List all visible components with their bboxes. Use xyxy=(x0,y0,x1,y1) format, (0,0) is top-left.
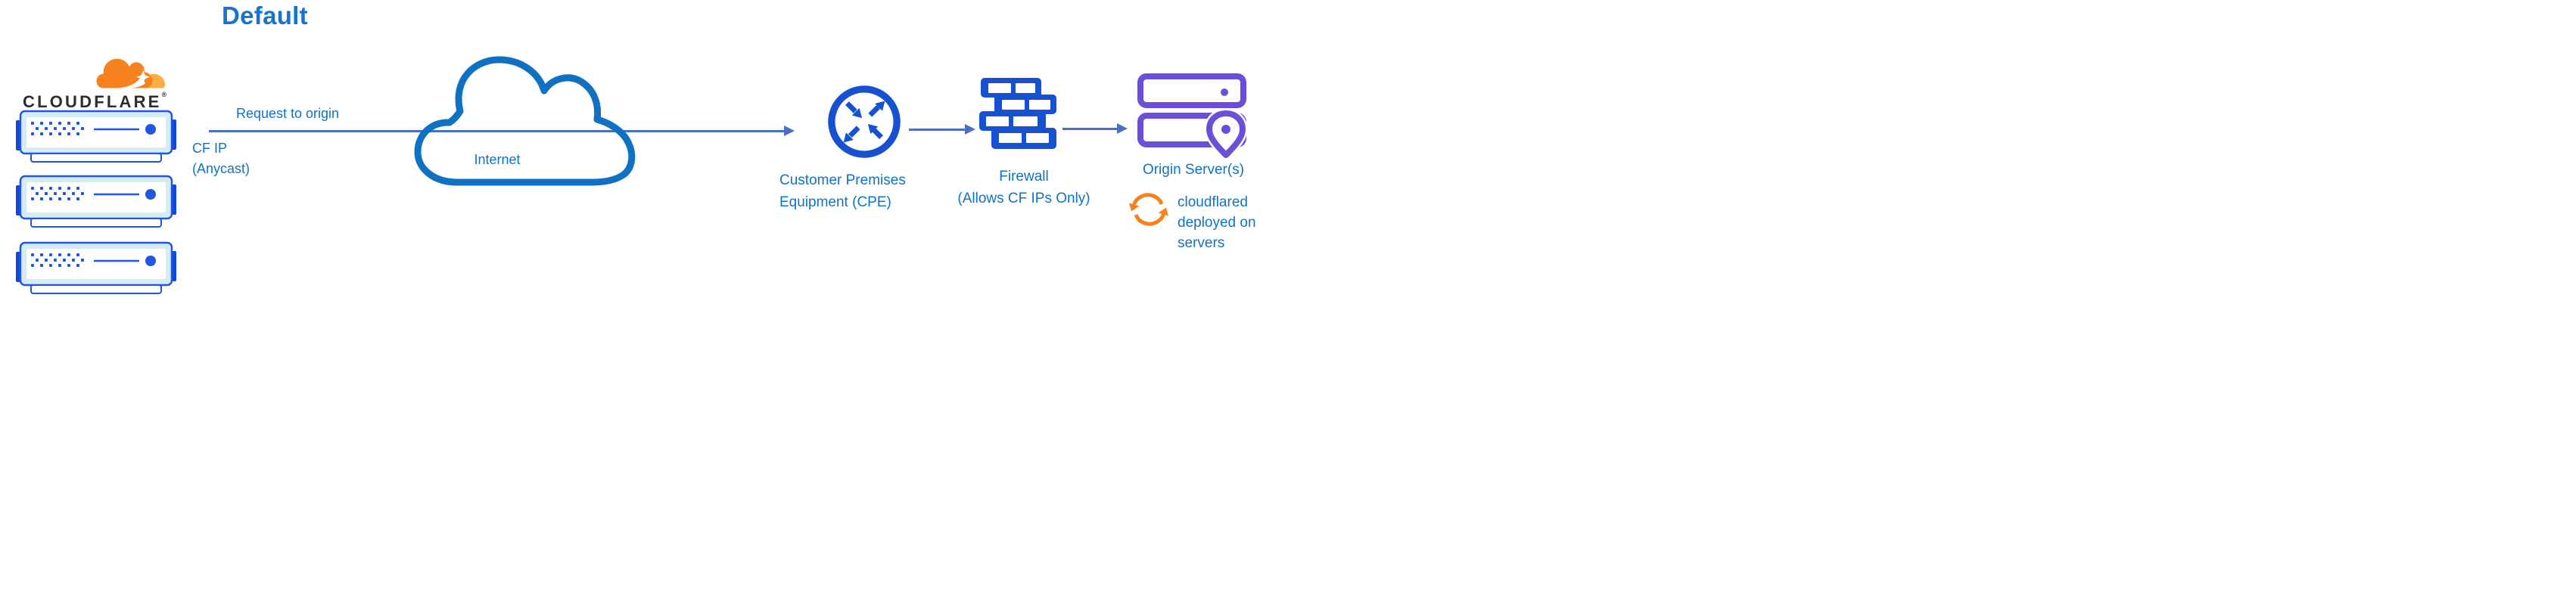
cpe-to-firewall-arrow-line xyxy=(909,129,965,131)
origin-servers-label: Origin Server(s) xyxy=(1142,162,1245,178)
cloudflare-edge-server-icon xyxy=(14,110,178,163)
cpe-to-firewall-arrowhead xyxy=(965,124,975,135)
cloudflare-wordmark: CLOUDFLARE® xyxy=(23,91,167,111)
internet-cloud-icon xyxy=(414,56,636,186)
cloudflare-edge-server-icon xyxy=(14,175,178,228)
cpe-router-icon xyxy=(828,85,901,158)
cloudflare-edge-server-icon xyxy=(14,241,178,295)
firewall-to-origin-arrowhead xyxy=(1117,123,1128,134)
firewall-icon xyxy=(979,78,1056,149)
firewall-to-origin-arrow-line xyxy=(1062,128,1117,130)
sync-arrows-icon xyxy=(1129,193,1168,226)
internet-label: Internet xyxy=(474,152,521,167)
origin-servers-icon xyxy=(1137,73,1248,163)
diagram-title: Default xyxy=(222,2,308,29)
firewall-label: Firewall (Allows CF IPs Only) xyxy=(957,169,1090,206)
cpe-label: Customer Premises Equipment (CPE) xyxy=(779,172,906,210)
cloudflared-note: cloudflared deployed on servers xyxy=(1178,194,1256,251)
cf-ip-anycast-label: CF IP (Anycast) xyxy=(192,141,250,176)
request-to-origin-label: Request to origin xyxy=(235,106,340,121)
request-arrowhead xyxy=(784,126,795,136)
request-arrow-line xyxy=(209,130,784,132)
registered-mark: ® xyxy=(161,91,167,98)
network-diagram: Default CLOUDFLARE® xyxy=(0,0,1288,307)
cloudflare-logo-icon xyxy=(96,58,166,88)
